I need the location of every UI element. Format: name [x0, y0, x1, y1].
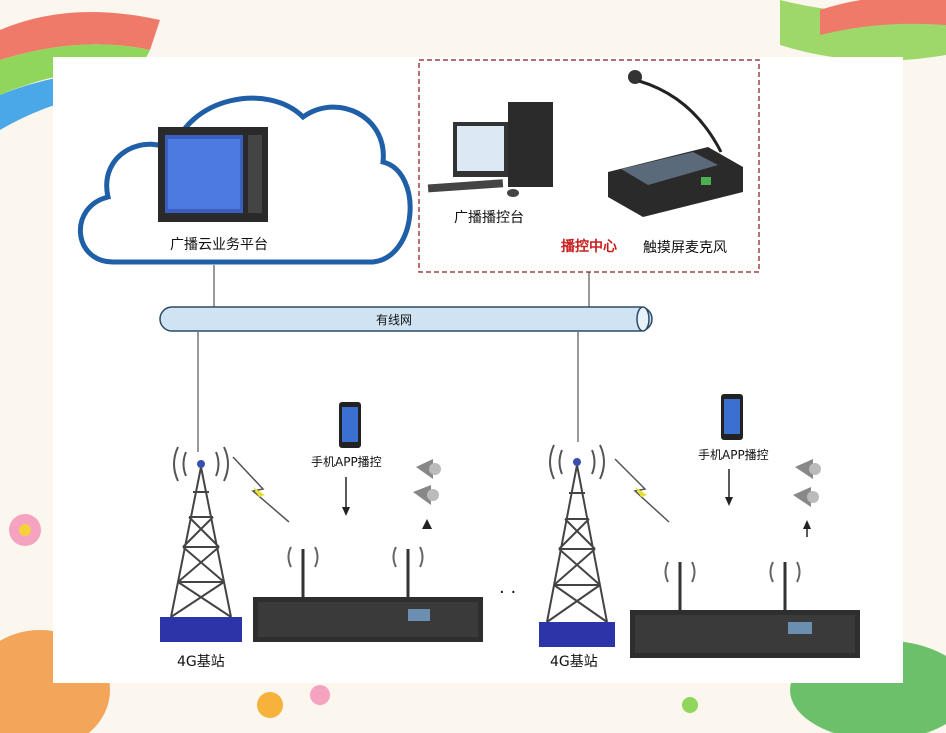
network-diagram — [78, 59, 860, 658]
cell-tower-right-icon — [539, 444, 615, 647]
arrow-down-right-icon — [725, 469, 733, 506]
rack-server-icon — [158, 127, 268, 222]
label-base-station-right: 4G基站 — [550, 654, 598, 670]
rack-amplifier-right-icon — [630, 561, 860, 658]
label-base-station-left: 4G基站 — [177, 654, 225, 670]
diagram-panel: 广播云业务平台 广播播控台 播控中心 触摸屏麦克风 有线网 手机APP播控 手机… — [53, 57, 903, 683]
wireless-signal-left-icon — [232, 456, 290, 523]
arrow-down-left-icon — [342, 477, 350, 516]
rack-amplifier-left-icon — [253, 546, 483, 642]
touch-mic-icon — [608, 70, 743, 217]
wired-network-pipe — [159, 306, 653, 332]
horn-speaker-right-icon — [793, 459, 821, 537]
smartphone-right-icon — [721, 394, 743, 440]
label-control-center: 播控中心 — [561, 239, 617, 255]
label-app-control-left: 手机APP播控 — [311, 455, 382, 469]
label-touch-mic: 触摸屏麦克风 — [643, 240, 727, 256]
rainbow-left — [0, 12, 160, 60]
wireless-signal-right-icon — [614, 458, 670, 523]
label-broadcast-console: 广播播控台 — [454, 210, 524, 226]
horn-speaker-left-icon — [413, 459, 441, 529]
label-cloud-platform: 广播云业务平台 — [170, 237, 268, 253]
cell-tower-left-icon — [160, 446, 242, 642]
smartphone-left-icon — [339, 402, 361, 448]
label-wired-network: 有线网 — [376, 313, 413, 327]
label-app-control-right: 手机APP播控 — [698, 448, 769, 462]
rainbow-right-red — [820, 0, 946, 35]
label-ellipsis: · · — [499, 582, 517, 603]
flower-bottom — [257, 692, 283, 718]
desktop-computer-icon — [427, 102, 553, 197]
